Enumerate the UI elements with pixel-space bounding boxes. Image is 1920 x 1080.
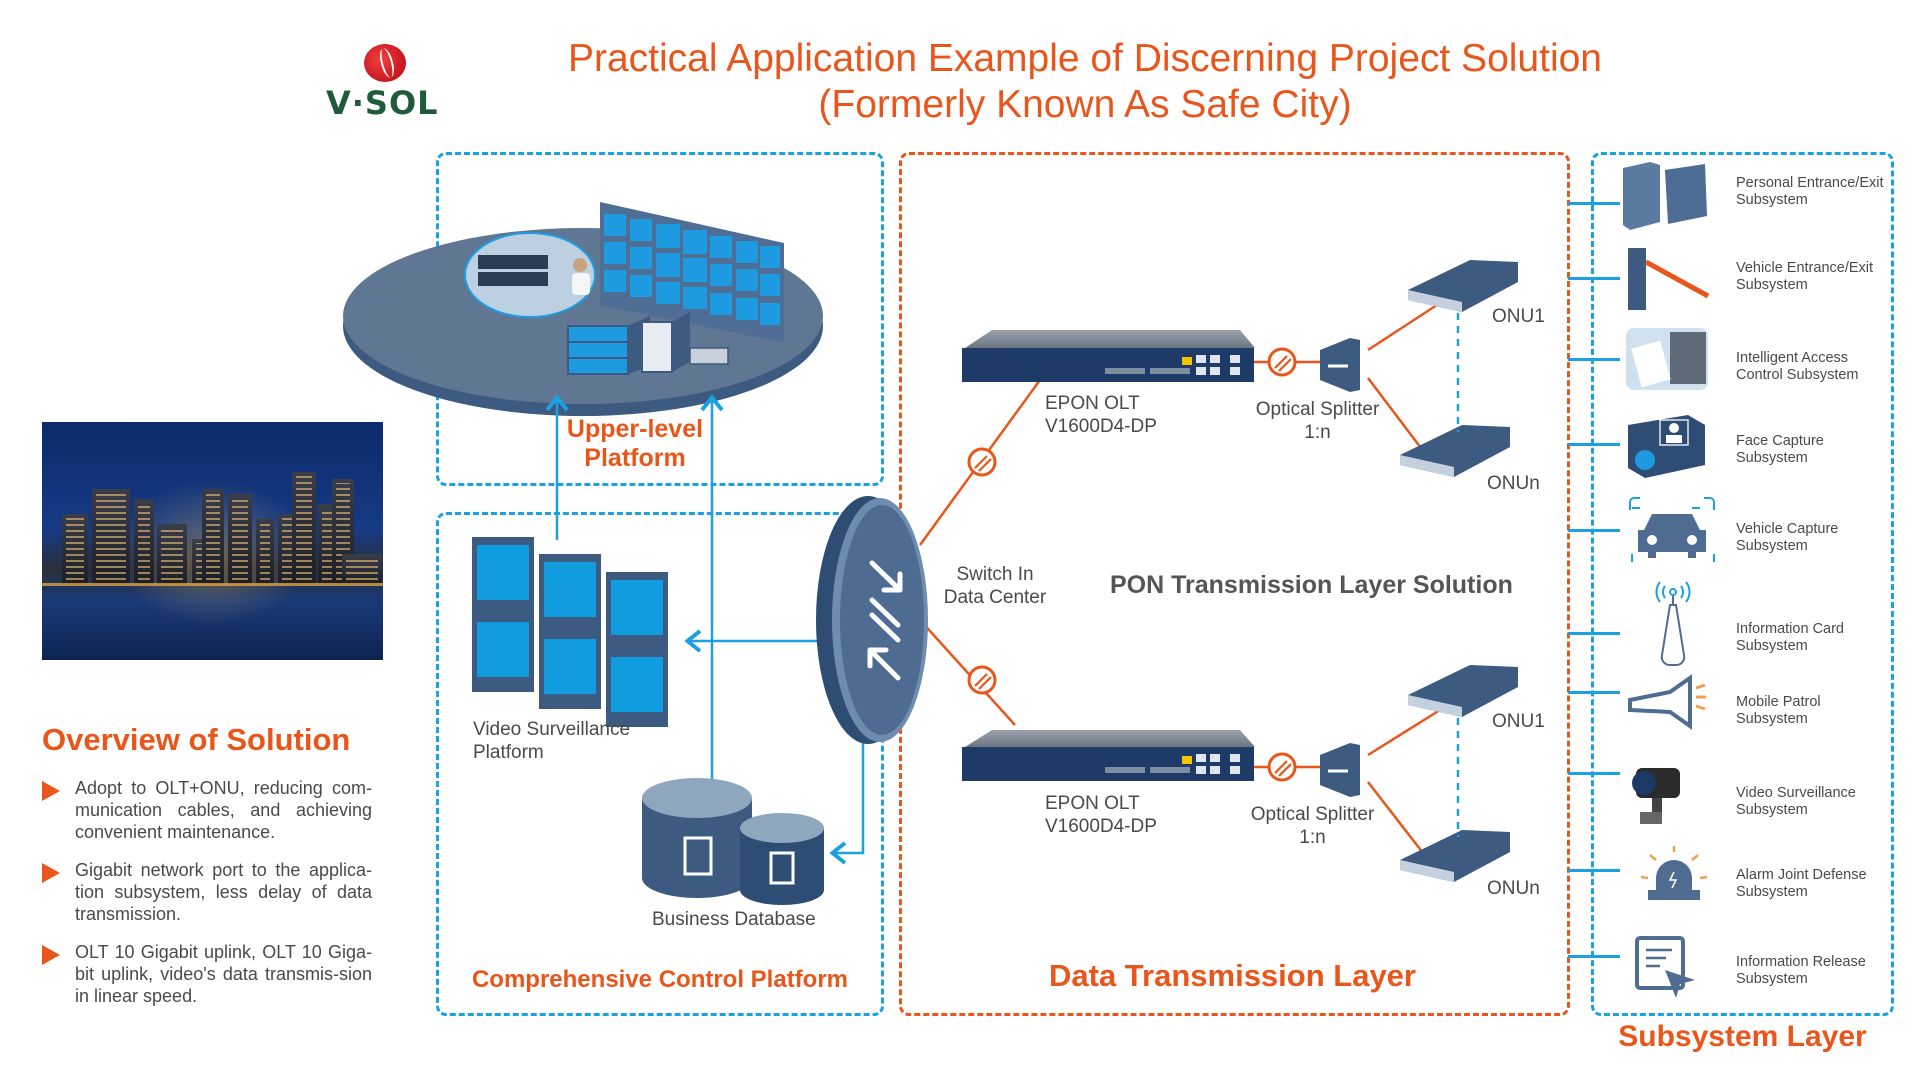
olt-label: EPON OLT V1600D4-DP bbox=[1045, 393, 1157, 437]
face-camera-icon bbox=[1628, 415, 1705, 478]
olt-device-graphic bbox=[962, 730, 1255, 781]
page-title-line1: Practical Application Example of Discern… bbox=[567, 37, 1602, 80]
business-database-graphic bbox=[642, 778, 824, 905]
subsystem-connector bbox=[1568, 772, 1620, 775]
overview-bullet: Gigabit network port to the applica-tion… bbox=[42, 859, 372, 925]
switch-label: Switch In Data Center bbox=[943, 564, 1047, 608]
subsystem-box bbox=[1591, 152, 1894, 1016]
alarm-siren-icon bbox=[1640, 846, 1708, 900]
barrier-gate-icon bbox=[1628, 248, 1710, 310]
overview-bullet: Adopt to OLT+ONU, reducing com-municatio… bbox=[42, 777, 372, 843]
subsystem-connector bbox=[1568, 632, 1620, 635]
subsystem-layer-label: Subsystem Layer bbox=[1618, 1020, 1867, 1053]
onun-label: ONUn bbox=[1487, 473, 1540, 494]
monitoring-center-graphic bbox=[343, 202, 823, 416]
onu-device-icons bbox=[1400, 260, 1518, 882]
turnstile-icon bbox=[1623, 162, 1707, 230]
car-icon bbox=[1629, 497, 1715, 562]
pon-solution-label: PON Transmission Layer Solution bbox=[1110, 571, 1513, 599]
rfid-tag-icon bbox=[1655, 581, 1691, 666]
subsystem-connector bbox=[1568, 202, 1620, 205]
megaphone-icon bbox=[1628, 674, 1706, 730]
onun-label: ONUn bbox=[1487, 878, 1540, 899]
video-wall-graphic bbox=[472, 537, 668, 727]
bullet-arrow-icon bbox=[42, 945, 60, 965]
control-platform-label: Comprehensive Control Platform bbox=[471, 966, 849, 993]
video-platform-label: Video Surveillance Platform bbox=[473, 719, 631, 763]
database-label: Business Database bbox=[652, 909, 816, 930]
access-keypad-icon bbox=[1626, 328, 1708, 390]
subsystem-connector bbox=[1568, 955, 1620, 958]
city-skyline-image bbox=[42, 422, 383, 660]
subsystem-connector bbox=[1568, 358, 1620, 361]
bullet-arrow-icon bbox=[42, 781, 60, 801]
upper-platform-label: Upper-level Platform bbox=[566, 415, 704, 472]
vsol-logo-text: V·SOL bbox=[326, 84, 439, 122]
onu1-label: ONU1 bbox=[1492, 306, 1545, 327]
vsol-logo-icon bbox=[364, 44, 406, 82]
page-title-line2: (Formerly Known As Safe City) bbox=[818, 83, 1352, 126]
olt-device-graphic bbox=[962, 330, 1255, 382]
data-transmission-label: Data Transmission Layer bbox=[1049, 958, 1416, 993]
subsystem-connector bbox=[1568, 443, 1620, 446]
subsystem-connector bbox=[1568, 277, 1620, 280]
core-switch-graphic bbox=[816, 496, 928, 744]
subsystem-connector bbox=[1568, 529, 1620, 532]
control-platform-box bbox=[436, 512, 884, 1016]
subsystem-connector bbox=[1568, 691, 1620, 694]
overview-bullet: OLT 10 Gigabit uplink, OLT 10 Giga-bit u… bbox=[42, 941, 372, 1007]
cctv-camera-icon bbox=[1632, 768, 1680, 824]
splitter-label: Optical Splitter 1:n bbox=[1255, 399, 1380, 443]
overview-title: Overview of Solution bbox=[42, 722, 351, 757]
splitter-label: Optical Splitter 1:n bbox=[1250, 804, 1375, 848]
document-cursor-icon bbox=[1635, 936, 1695, 998]
onu1-label: ONU1 bbox=[1492, 711, 1545, 732]
olt-label: EPON OLT V1600D4-DP bbox=[1045, 793, 1157, 837]
subsystem-connector bbox=[1568, 869, 1620, 872]
bullet-arrow-icon bbox=[42, 863, 60, 883]
